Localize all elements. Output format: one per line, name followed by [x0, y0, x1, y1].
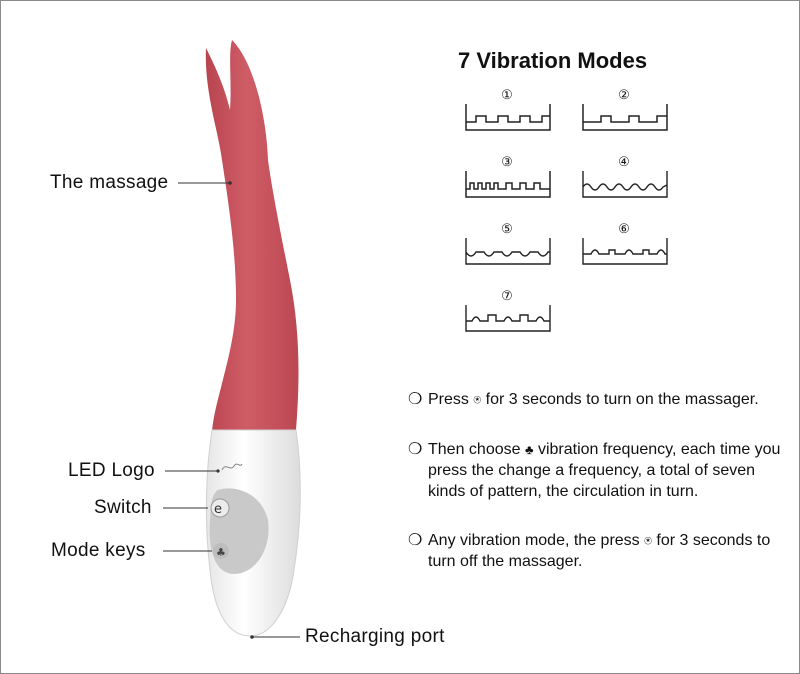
mode-number: ① — [501, 87, 513, 102]
bullet-icon: ❍ — [408, 532, 423, 549]
power-icon: ⍟ — [644, 533, 652, 548]
mode-1: ① — [464, 88, 556, 134]
led-logo-icon — [221, 463, 243, 471]
mode-number: ② — [618, 87, 630, 102]
mode-7-waveform — [465, 305, 551, 332]
instruction-text: for 3 seconds to turn off the massager. — [428, 532, 771, 570]
bullet-icon: ❍ — [408, 441, 423, 458]
massage-head — [205, 40, 299, 432]
mode-5-waveform — [465, 238, 551, 265]
mode-3-waveform — [465, 171, 551, 198]
mode-number: ⑥ — [618, 221, 630, 236]
power-icon: ⍟ — [473, 392, 482, 407]
instruction-text: vibration frequency, each time you press… — [428, 441, 781, 500]
mode-key[interactable] — [213, 543, 229, 559]
instruction-text: Any vibration mode, the press — [428, 532, 640, 549]
instruction-text: Press — [428, 391, 469, 408]
mode-6: ⑥ — [581, 222, 673, 268]
switch-button[interactable] — [210, 498, 230, 518]
mode-2: ② — [581, 88, 673, 134]
callout-the-massage: The massage — [50, 172, 169, 193]
instruction-text: Then choose — [428, 441, 521, 458]
mode-7: ⑦ — [464, 289, 556, 335]
bullet-icon: ❍ — [408, 391, 423, 408]
callout-switch: Switch — [94, 497, 152, 518]
mode-2-waveform — [582, 104, 668, 131]
mode-3: ③ — [464, 155, 556, 201]
instruction-item: ❍ Press ⍟ for 3 seconds to turn on the m… — [408, 389, 788, 410]
mode-number: ④ — [618, 154, 630, 169]
mode-5: ⑤ — [464, 222, 556, 268]
instruction-text: for 3 seconds to turn on the massager. — [485, 391, 759, 408]
mode-number: ⑤ — [501, 221, 513, 236]
vibration-icon: ♣ — [524, 442, 534, 457]
callout-led-logo: LED Logo — [68, 460, 155, 481]
mode-number: ⑦ — [501, 288, 513, 303]
callout-mode-keys: Mode keys — [51, 540, 146, 561]
mode-1-waveform — [465, 104, 551, 131]
mode-6-waveform — [582, 238, 668, 265]
callout-recharging-port: Recharging port — [305, 626, 445, 647]
mode-4: ④ — [581, 155, 673, 201]
power-icon: e — [214, 502, 222, 517]
instruction-item: ❍ Any vibration mode, the press ⍟ for 3 … — [408, 530, 788, 572]
mode-4-waveform — [582, 171, 668, 198]
vibration-modes-title: 7 Vibration Modes — [458, 48, 648, 73]
mode-number: ③ — [501, 154, 513, 169]
vibration-icon: ♣ — [216, 546, 226, 559]
instruction-item: ❍ Then choose ♣ vibration frequency, eac… — [408, 439, 788, 502]
